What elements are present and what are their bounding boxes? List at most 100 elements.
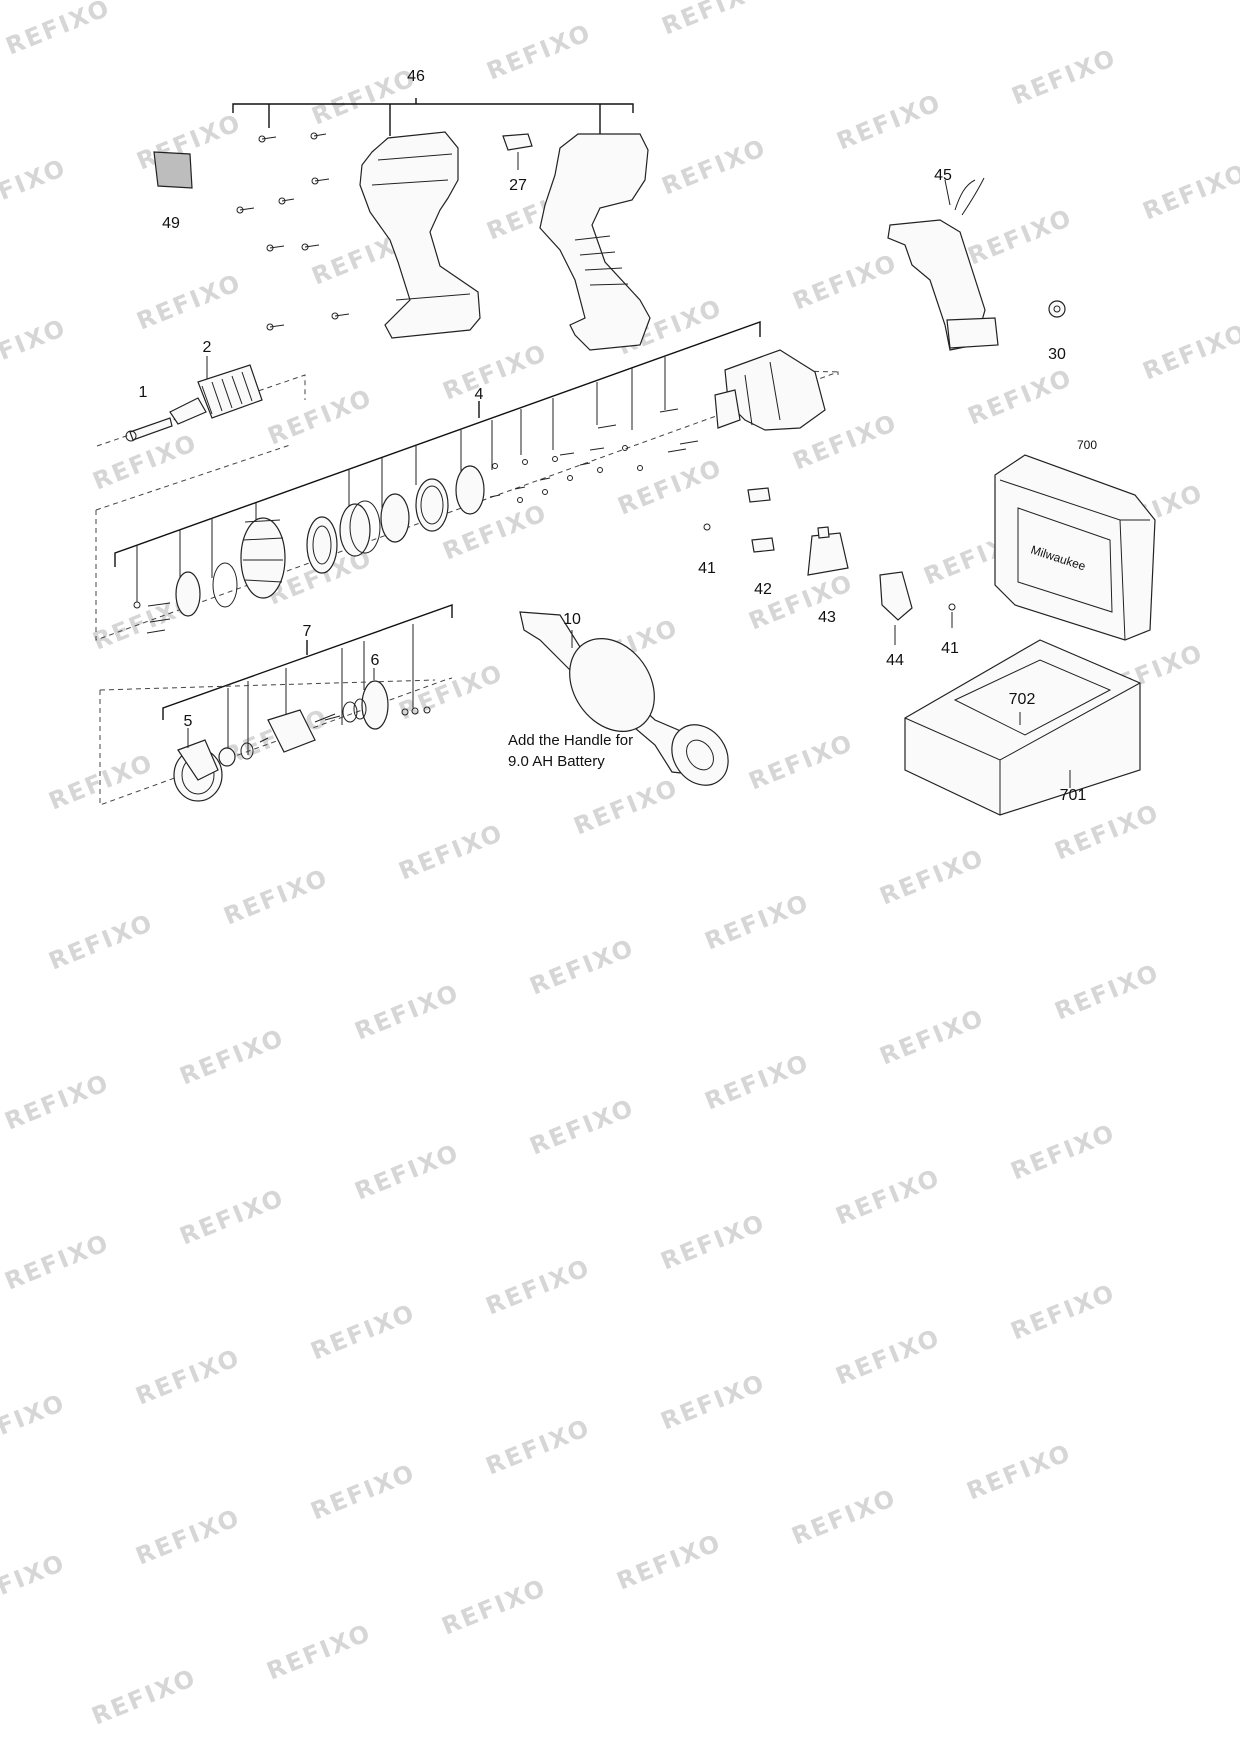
- watermark-text: REFIXO: [964, 203, 1077, 270]
- watermark-text: REFIXO: [876, 843, 989, 910]
- label-46: 46: [407, 68, 425, 85]
- label-10: 10: [563, 611, 581, 628]
- watermark-text: REFIXO: [308, 63, 421, 130]
- watermark-text: REFIXO: [176, 1023, 289, 1090]
- label-700: 700: [1077, 438, 1097, 452]
- watermark-text: REFIXO: [614, 453, 727, 520]
- label-30: 30: [1048, 346, 1066, 363]
- watermark-text: REFIXO: [1051, 798, 1164, 865]
- watermark-text: REFIXO: [0, 1388, 69, 1455]
- watermark-text: REFIXO: [964, 363, 1077, 430]
- watermark-text: REFIXO: [1051, 958, 1164, 1025]
- note-line-2: 9.0 AH Battery: [508, 753, 605, 770]
- watermark-text: REFIXO: [395, 658, 508, 725]
- nut-30: [1048, 300, 1066, 318]
- label-45: 45: [934, 167, 952, 184]
- watermark-text: REFIXO: [176, 1183, 289, 1250]
- label-702: 702: [1009, 691, 1036, 708]
- label-701: 701: [1060, 787, 1087, 804]
- watermark-text: REFIXO: [1, 1228, 114, 1295]
- housing-group-46: [232, 98, 651, 351]
- watermark-text: REFIXO: [351, 1138, 464, 1205]
- watermark-text: REFIXO: [1, 1068, 114, 1135]
- handle-note: Add the Handle for 9.0 AH Battery: [508, 732, 633, 770]
- watermark-text: REFIXO: [351, 978, 464, 1045]
- label-44: 44: [886, 652, 904, 669]
- watermark-text: REFIXO: [395, 818, 508, 885]
- watermark-text: REFIXO: [482, 1413, 595, 1480]
- watermark-text: REFIXO: [526, 1093, 639, 1160]
- watermark-text: REFIXO: [789, 248, 902, 315]
- watermark-text: REFIXO: [483, 18, 596, 85]
- watermark-text: REFIXO: [132, 1503, 245, 1570]
- label-7: 7: [303, 623, 312, 640]
- note-line-1: Add the Handle for: [508, 732, 633, 749]
- watermark-text: REFIXO: [526, 933, 639, 1000]
- label-41-left: 41: [698, 560, 716, 577]
- watermark-text: REFIXO: [45, 748, 158, 815]
- watermark-text: REFIXO: [876, 1003, 989, 1070]
- side-handle-10: [519, 611, 729, 786]
- watermark-text: REFIXO: [0, 313, 70, 380]
- watermark-text: REFIXO: [832, 1163, 945, 1230]
- label-49: 49: [162, 215, 180, 232]
- carry-case-700: Milwaukee: [994, 454, 1156, 641]
- watermark-text: REFIXO: [657, 1368, 770, 1435]
- screw-set-46: [236, 132, 350, 331]
- part-number-labels: 46 49 27 45 30 2 1 4 700 41 42 43 44 41 …: [139, 68, 1098, 804]
- watermark-text: REFIXO: [132, 1343, 245, 1410]
- label-plate-49: [153, 151, 193, 189]
- watermark-text: REFIXO: [263, 1618, 376, 1685]
- watermark-text: REFIXO: [0, 1548, 69, 1615]
- chuck-2: [96, 356, 306, 447]
- switch-45: [887, 177, 999, 351]
- watermark-text: REFIXO: [439, 498, 552, 565]
- watermark-text: REFIXO: [88, 1663, 201, 1730]
- watermark-text: REFIXO: [1008, 43, 1121, 110]
- watermark-text: REFIXO: [745, 728, 858, 795]
- label-43: 43: [818, 609, 836, 626]
- watermark-text: REFIXO: [482, 1253, 595, 1320]
- watermark-text: REFIXO: [788, 1483, 901, 1550]
- watermark-text: REFIXO: [613, 1528, 726, 1595]
- watermark-text: REFIXO: [133, 268, 246, 335]
- watermark-text: REFIXO: [701, 1048, 814, 1115]
- motor-group-7: [99, 604, 453, 806]
- watermark-text: REFIXO: [264, 383, 377, 450]
- label-2: 2: [203, 339, 212, 356]
- small-parts-41-44: [703, 487, 956, 645]
- watermark-text: REFIXO: [439, 338, 552, 405]
- label-4: 4: [475, 386, 484, 403]
- watermark-text: REFIXO: [1007, 1118, 1120, 1185]
- label-27: 27: [509, 177, 527, 194]
- watermark-text: REFIXO: [832, 1323, 945, 1390]
- watermark-text: REFIXO: [0, 153, 70, 220]
- watermark-text: REFIXO: [1139, 318, 1240, 385]
- watermark-text: REFIXO: [570, 773, 683, 840]
- watermark-text: REFIXO: [45, 908, 158, 975]
- watermark-text: REFIXO: [657, 1208, 770, 1275]
- watermark-text: REFIXO: [1139, 158, 1240, 225]
- watermark-text: REFIXO: [438, 1573, 551, 1640]
- pin-set-4: [133, 408, 699, 634]
- watermark-text: REFIXO: [307, 1458, 420, 1525]
- label-42: 42: [754, 581, 772, 598]
- label-1: 1: [139, 384, 148, 401]
- watermark-text: REFIXO: [2, 0, 115, 61]
- watermark-text: REFIXO: [701, 888, 814, 955]
- watermark-text: REFIXO: [89, 428, 202, 495]
- watermark-text: REFIXO: [307, 1298, 420, 1365]
- watermark-text: REFIXO: [658, 0, 771, 41]
- watermark-text: REFIXO: [1007, 1278, 1120, 1345]
- watermark-text: REFIXO: [963, 1438, 1076, 1505]
- watermark-text: REFIXO: [745, 568, 858, 635]
- part-27: [502, 133, 533, 170]
- watermark-text: REFIXO: [220, 863, 333, 930]
- gearbox-group-4: [95, 321, 841, 641]
- label-6: 6: [371, 652, 380, 669]
- carry-case-701: [904, 639, 1141, 816]
- label-41-right: 41: [941, 640, 959, 657]
- label-5: 5: [184, 713, 193, 730]
